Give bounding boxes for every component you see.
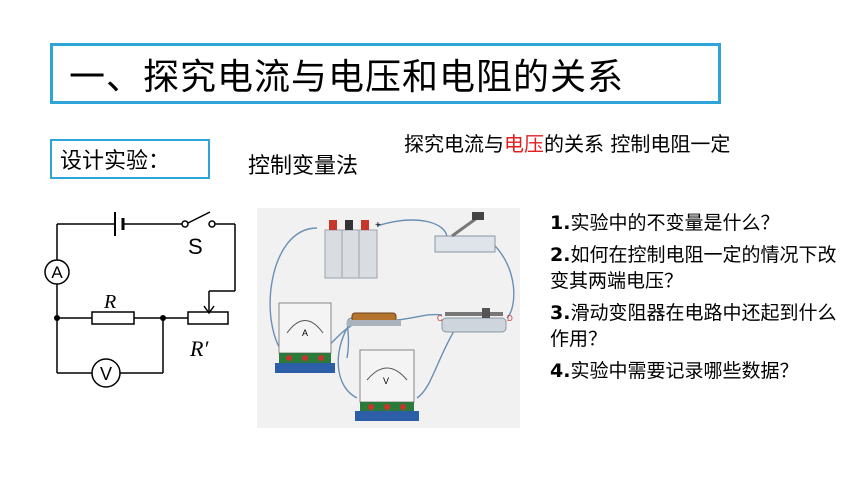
question-item: 4.实验中需要记录哪些数据？ <box>550 360 799 382</box>
explore-prefix: 探究电流与 <box>404 132 504 156</box>
question-item: 3.滑动变阻器在电路中还起到什么作用？ <box>550 302 837 350</box>
ammeter-device: A <box>275 302 335 373</box>
fixed-resistor <box>347 312 401 326</box>
voltmeter-label: V <box>100 364 112 384</box>
explore-statement: 探究电流与电压的关系 控制电阻一定 <box>404 128 730 157</box>
design-label: 设计实验： <box>60 149 171 174</box>
explore-highlight: 电压 <box>504 132 544 156</box>
voltmeter-device: V <box>355 349 419 421</box>
rheostat-device: C D <box>437 308 513 333</box>
apparatus-photo: + A V C D <box>257 208 520 428</box>
ammeter-label: A <box>51 263 63 282</box>
battery-plus-label: + <box>375 220 381 231</box>
question-item: 1.实验中的不变量是什么？ <box>550 212 780 234</box>
terminal-c-label: C <box>437 314 443 323</box>
page-title: 一、探究电流与电压和电阻的关系 <box>69 56 625 98</box>
voltmeter-symbol <box>91 358 121 388</box>
knife-switch <box>434 212 496 253</box>
ammeter-symbol <box>44 259 70 285</box>
circuit-diagram: A V S R R′ <box>44 211 236 388</box>
battery: + <box>324 220 381 279</box>
rheostat-label: R′ <box>189 336 209 361</box>
terminal-d-label: D <box>507 314 513 323</box>
switch-label: S <box>188 234 203 259</box>
resistor-label: R <box>103 291 116 313</box>
method-text: 控制变量法 <box>248 154 359 179</box>
design-label-box: 设计实验： <box>50 139 210 179</box>
photo-voltmeter-label: V <box>383 376 389 386</box>
title-box: 一、探究电流与电压和电阻的关系 <box>50 43 721 104</box>
explore-suffix: 的关系 控制电阻一定 <box>544 132 731 156</box>
question-item: 2.如何在控制电阻一定的情况下改变其两端电压？ <box>550 244 837 292</box>
questions-list: 1.实验中的不变量是什么？ 2.如何在控制电阻一定的情况下改变其两端电压？ 3.… <box>550 210 850 390</box>
photo-ammeter-label: A <box>302 328 308 338</box>
